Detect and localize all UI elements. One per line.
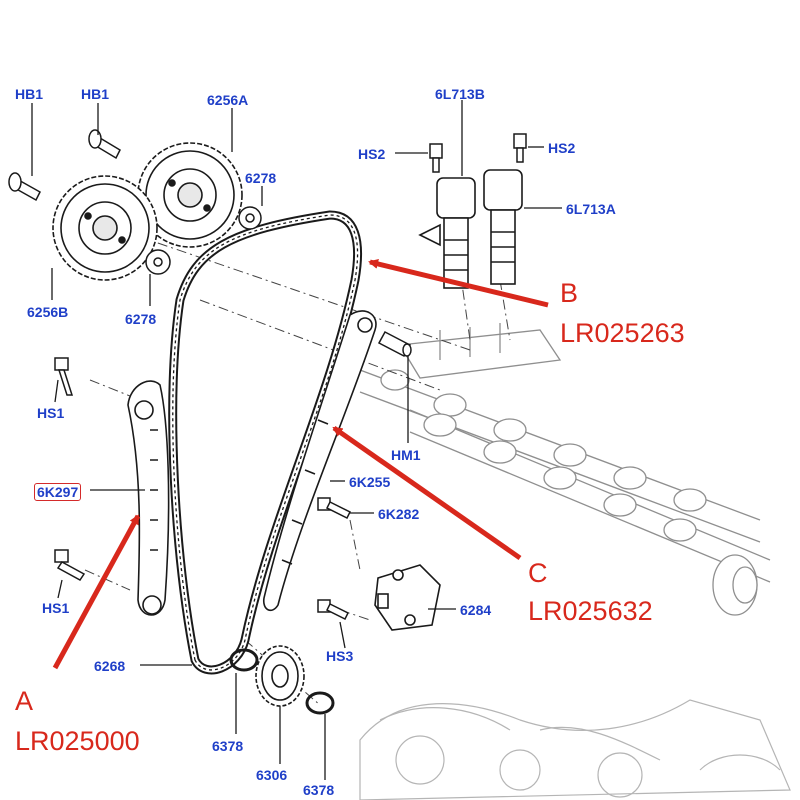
crankshaft-o-rings [229, 648, 335, 715]
label-hm1-dowel: HM1 [391, 447, 421, 463]
label-6l713b-solenoid: 6L713B [435, 86, 485, 102]
arrow-c [332, 425, 522, 561]
crankshaft-sprocket [255, 645, 305, 707]
sprocket-washers [145, 206, 262, 275]
label-6268-chain: 6268 [94, 658, 126, 674]
solenoid-bolts [429, 133, 527, 173]
label-6278-upper-washer: 6278 [245, 170, 277, 186]
label-6l713a-solenoid: 6L713A [566, 201, 616, 217]
camshaft-assembly [359, 323, 771, 616]
timing-chain [168, 210, 362, 675]
chain-tensioner [374, 564, 441, 631]
label-hs3-bolt: HS3 [326, 648, 354, 664]
callout-b-part-number: LR025263 [560, 318, 685, 348]
sprocket-bolts [8, 129, 121, 202]
label-6378-left-o-ring: 6378 [212, 738, 244, 754]
callout-arrows [52, 259, 549, 670]
label-hb1-lower-bolt: HB1 [15, 86, 44, 102]
guide-dowel [377, 330, 412, 358]
label-6k282-bolt: 6K282 [378, 506, 420, 522]
label-leaders [31, 100, 562, 780]
label-hs1-upper-bolt: HS1 [37, 405, 65, 421]
engine-block-outline [359, 699, 791, 800]
tensioner-arm [127, 380, 170, 616]
label-6k297-tensioner-arm: 6K297 [34, 483, 82, 501]
label-6306-crank-sprocket: 6306 [256, 767, 288, 783]
label-6256a-sprocket: 6256A [207, 92, 249, 108]
label-6378-right-o-ring: 6378 [303, 782, 335, 798]
label-6256b-sprocket: 6256B [27, 304, 69, 320]
chain-guide [262, 310, 377, 612]
label-6278-lower-washer: 6278 [125, 311, 157, 327]
label-hb1-upper-bolt: HB1 [81, 86, 110, 102]
callout-a-letter: A [15, 686, 34, 716]
label-hs2-right-bolt: HS2 [548, 140, 576, 156]
arrow-a [52, 514, 141, 670]
callout-a-part-number: LR025000 [15, 726, 140, 756]
label-hs2-left-bolt: HS2 [358, 146, 386, 162]
label-hs1-lower-bolt: HS1 [42, 600, 70, 616]
callout-c-part-number: LR025632 [528, 596, 653, 626]
label-6284-tensioner: 6284 [460, 602, 492, 618]
vct-solenoids [418, 169, 523, 289]
callout-b-letter: B [560, 278, 579, 308]
arrow-b [368, 259, 549, 308]
camshaft-sprocket-lower [52, 175, 158, 281]
camshaft-sprocket-upper [137, 142, 243, 248]
guide-bolts [54, 357, 352, 621]
callout-c-letter: C [528, 558, 548, 588]
label-6k255-chain-guide: 6K255 [349, 474, 391, 490]
